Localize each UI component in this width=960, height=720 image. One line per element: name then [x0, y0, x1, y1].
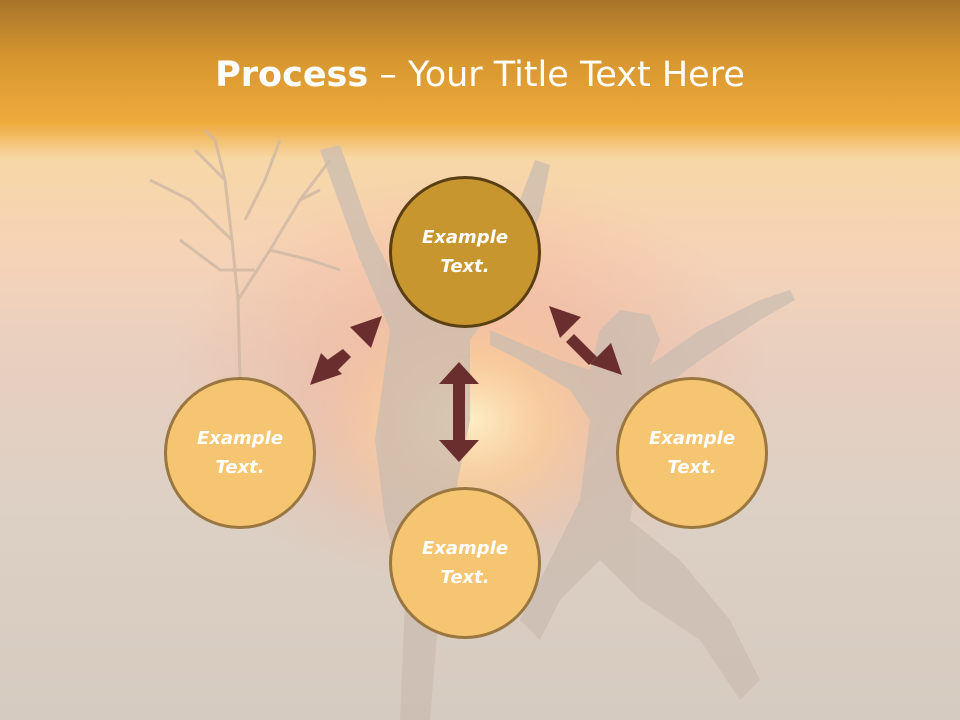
arrow-top-right	[549, 306, 622, 375]
node-bottom: Example Text.	[389, 487, 541, 639]
arrow-top-bottom	[439, 362, 479, 462]
node-right-line2: Text.	[667, 457, 717, 478]
node-right-line1: Example	[648, 428, 736, 449]
node-left-line2: Text.	[215, 457, 265, 478]
node-right: Example Text.	[616, 377, 768, 529]
title-rest: – Your Title Text Here	[368, 55, 745, 95]
node-top-line2: Text.	[440, 256, 490, 277]
arrow-top-left	[310, 316, 382, 385]
node-bottom-line2: Text.	[440, 567, 490, 588]
title-bold: Process	[215, 55, 369, 95]
slide-title: Process – Your Title Text Here	[0, 52, 960, 98]
tree-silhouette	[149, 128, 341, 381]
node-left-line1: Example	[196, 428, 284, 449]
node-top-line1: Example	[421, 227, 509, 248]
node-top: Example Text.	[389, 176, 541, 328]
node-bottom-line1: Example	[421, 538, 509, 559]
node-left: Example Text.	[164, 377, 316, 529]
